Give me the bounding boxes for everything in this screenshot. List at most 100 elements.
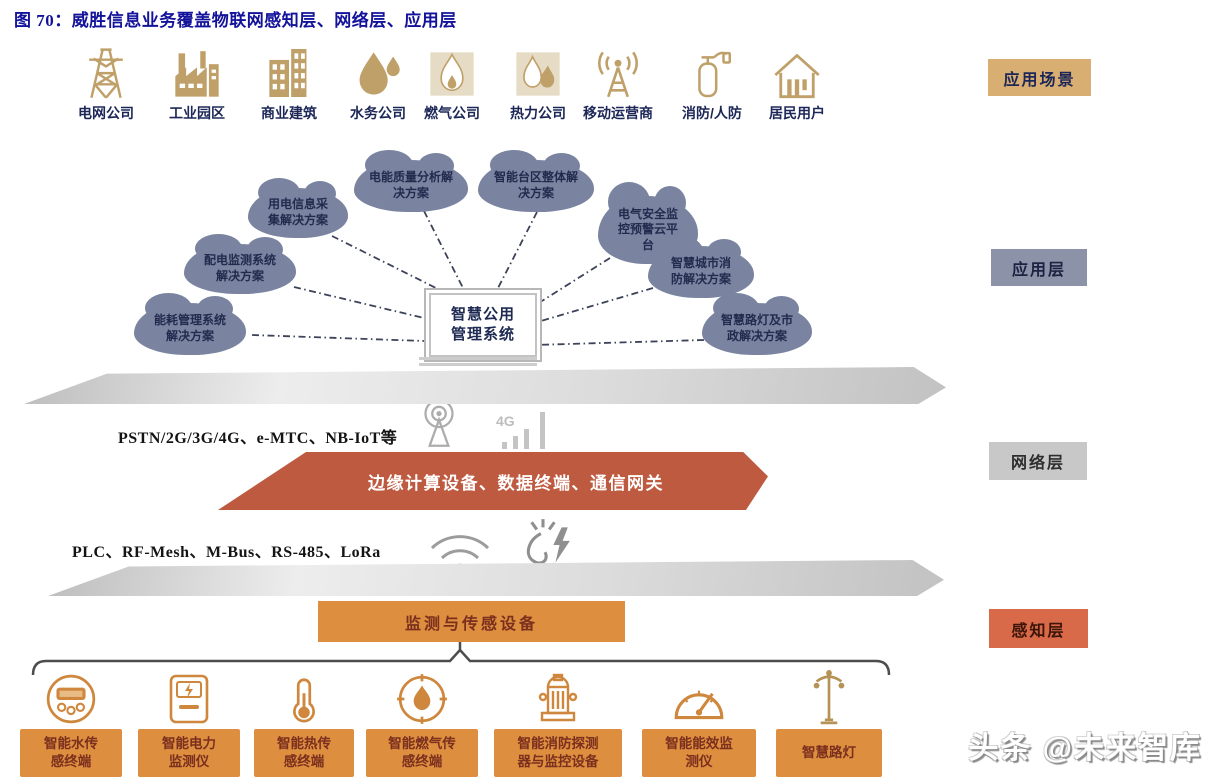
solution-cloud-electrical-safety: 电气安全监 控预警云平 台	[598, 182, 698, 264]
power-meter-icon	[163, 668, 215, 726]
device-smart-water-terminal: 智能水传 感终端	[20, 668, 122, 777]
solution-cloud-energy-management: 能耗管理系统 解决方案	[134, 292, 246, 355]
4g-signal-icon: 4G	[494, 406, 564, 457]
house-icon	[771, 42, 823, 100]
layer-divider-ribbon-bottom	[48, 560, 944, 596]
cloud-text-line: 电气安全监	[617, 206, 678, 221]
solution-cloud-smart-streetlight: 智慧路灯及市 政解决方案	[702, 292, 812, 355]
layer-divider-ribbon-top	[24, 367, 946, 404]
layer-tag-network-layer: 网络层	[989, 442, 1087, 480]
cloud-text-line: 能耗管理系统	[153, 313, 226, 328]
device-smart-power-monitor: 智能电力 监测仪	[138, 668, 240, 777]
efficiency-gauge-icon	[670, 668, 728, 726]
scenario-label: 居民用户	[769, 105, 825, 121]
solution-cloud-power-quality: 电能质量分析解 决方案	[354, 149, 468, 212]
device-smart-streetlight: 智慧路灯	[776, 668, 882, 777]
solution-cloud-smart-city-fire: 智慧城市消 防解决方案	[648, 235, 754, 298]
thermometer-icon	[279, 668, 329, 726]
edge-device-banner: 边缘计算设备、数据终端、通信网关	[218, 452, 768, 510]
device-label-line: 测仪	[685, 754, 713, 769]
central-system-line: 管理系统	[450, 326, 515, 343]
office-building-icon	[265, 42, 313, 100]
cable-spark-icon	[512, 516, 574, 579]
transmission-tower-icon	[83, 42, 129, 100]
scenario-item-industrial-park: 工业园区	[151, 42, 243, 123]
cloud-text-line: 集解决方案	[267, 213, 328, 227]
central-system-box: 智慧公用 管理系统	[424, 288, 542, 362]
cloud-text-line: 解决方案	[165, 329, 214, 343]
device-smart-efficiency-monitor: 智能能效监 测仪	[642, 668, 756, 777]
scenario-label: 燃气公司	[424, 105, 480, 121]
scenario-item-water-company: 水务公司	[332, 42, 424, 123]
device-label: 智能热传 感终端	[254, 729, 354, 777]
fire-extinguisher-icon	[689, 42, 735, 100]
scenario-item-heat-company: 热力公司	[492, 42, 584, 123]
scenario-label: 电网公司	[78, 105, 134, 121]
device-label: 智能电力 监测仪	[138, 729, 240, 777]
device-label-line: 智能消防探测	[517, 736, 599, 752]
central-system-line: 智慧公用	[450, 305, 515, 323]
wan-protocols-text: PSTN/2G/3G/4G、e-MTC、NB-IoT等	[118, 430, 398, 447]
scenario-item-fire-civil-defense: 消防/人防	[666, 42, 758, 123]
device-label: 智慧路灯	[776, 729, 882, 777]
watermark-text: 头条 @未来智库	[968, 732, 1202, 765]
gas-gauge-icon	[395, 668, 449, 726]
cloud-text-line: 智能台区整体解	[493, 170, 578, 185]
solution-cloud-smart-station-area: 智能台区整体解 决方案	[478, 149, 594, 212]
cloud-text-line: 解决方案	[215, 269, 264, 283]
scenario-item-gas-company: 燃气公司	[406, 42, 498, 123]
central-system-label: 智慧公用 管理系统	[429, 293, 537, 357]
scenario-item-commercial-building: 商业建筑	[243, 42, 335, 123]
cloud-text-line: 决方案	[517, 186, 554, 200]
device-label: 智能水传 感终端	[20, 729, 122, 777]
device-label-line: 智能水传	[44, 736, 98, 752]
scenario-label: 消防/人防	[682, 105, 742, 121]
water-drops-icon	[354, 42, 402, 100]
device-label: 智能能效监 测仪	[642, 729, 756, 777]
lan-protocols-text: PLC、RF-Mesh、M-Bus、RS-485、LoRa	[72, 544, 381, 561]
cloud-text-line: 电能质量分析解	[368, 170, 453, 185]
device-label-line: 感终端	[283, 754, 325, 769]
cloud-text-line: 控预警云平	[617, 222, 678, 237]
monitor-stand-line	[419, 363, 537, 366]
cloud-text-line: 配电监测系统	[203, 253, 276, 268]
device-label-line: 智慧路灯	[802, 745, 856, 761]
scenario-label: 移动运营商	[583, 105, 653, 121]
figure-title: 图 70：威胜信息业务覆盖物联网感知层、网络层、应用层	[14, 11, 457, 30]
device-label-line: 感终端	[401, 754, 443, 769]
cloud-text-line: 智慧城市消	[670, 256, 731, 271]
layer-tag-perception-layer: 感知层	[989, 609, 1088, 648]
monitor-stand-line	[419, 357, 537, 360]
cloud-text-line: 用电信息采	[267, 197, 328, 212]
device-smart-fire-detector: 智能消防探测 器与监控设备	[494, 668, 622, 777]
device-label-line: 智能电力	[162, 736, 216, 752]
scenario-label: 水务公司	[350, 105, 406, 121]
device-label-line: 器与监控设备	[517, 754, 599, 769]
gas-flame-icon	[428, 42, 476, 100]
device-label-line: 智能燃气传	[388, 736, 456, 752]
device-label-line: 智能热传	[277, 736, 331, 752]
solution-cloud-distribution-monitoring: 配电监测系统 解决方案	[184, 234, 296, 294]
cloud-text-line: 防解决方案	[670, 272, 731, 286]
cloud-text-line: 台	[641, 237, 654, 252]
device-label-line: 感终端	[50, 754, 92, 769]
scenario-item-residential-user: 居民用户	[751, 42, 843, 123]
device-smart-heat-terminal: 智能热传 感终端	[254, 668, 354, 777]
device-label-line: 智能能效监	[665, 736, 733, 752]
device-label: 智能消防探测 器与监控设备	[494, 729, 622, 777]
cloud-text-line: 决方案	[392, 186, 429, 200]
device-smart-gas-terminal: 智能燃气传 感终端	[366, 668, 478, 777]
solution-cloud-electricity-info: 用电信息采 集解决方案	[248, 178, 348, 238]
broadcast-tower-icon	[412, 398, 466, 457]
4g-badge-text: 4G	[496, 413, 515, 429]
broadcast-antenna-icon	[592, 42, 644, 100]
scenario-label: 工业园区	[169, 105, 225, 121]
device-label: 智能燃气传 感终端	[366, 729, 478, 777]
heat-flame-icon	[514, 42, 562, 100]
scenario-label: 商业建筑	[261, 105, 317, 121]
sensor-devices-header: 监测与传感设备	[318, 601, 625, 642]
layer-tag-application-scenarios: 应用场景	[988, 59, 1091, 96]
water-meter-icon	[44, 668, 98, 726]
fire-hydrant-icon	[532, 668, 584, 726]
